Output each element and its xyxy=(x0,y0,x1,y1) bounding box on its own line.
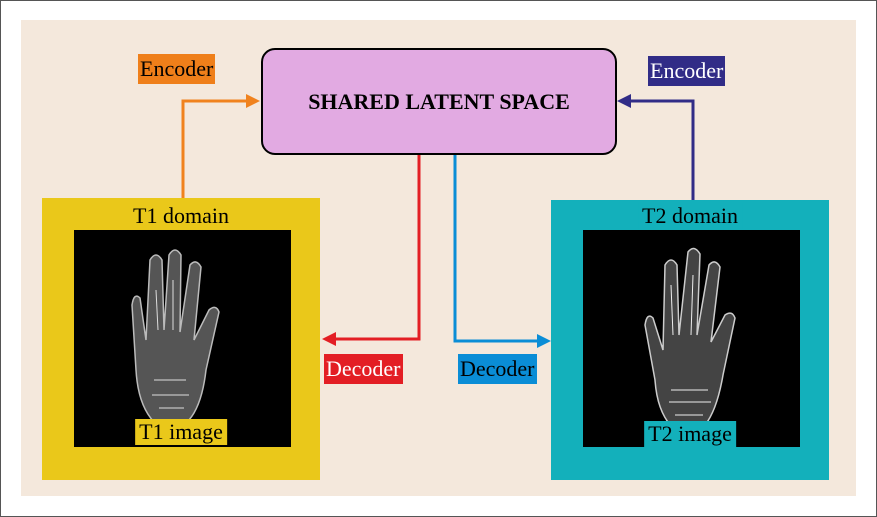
hand-mri-icon xyxy=(131,249,220,423)
encoder-right-arrow xyxy=(630,99,695,200)
decoder-right-label: Decoder xyxy=(458,354,537,384)
t2-domain-box: T2 domain T2 image xyxy=(551,200,829,480)
t2-mri-image xyxy=(583,230,800,447)
encoder-right-arrowhead xyxy=(617,94,631,108)
encoder-left-arrowhead xyxy=(246,94,260,108)
shared-latent-space-box: SHARED LATENT SPACE xyxy=(261,48,617,155)
decoder-left-label: Decoder xyxy=(324,354,403,384)
t1-domain-box: T1 domain T1 image xyxy=(42,198,320,480)
decoder-left-arrowhead xyxy=(322,332,336,346)
t1-mri-image xyxy=(74,230,291,447)
decoder-right-arrowhead xyxy=(537,334,551,348)
hand-mri-icon xyxy=(644,247,736,427)
shared-latent-space-label: SHARED LATENT SPACE xyxy=(308,88,570,114)
t2-domain-label: T2 domain xyxy=(638,203,742,229)
encoder-left-label: Encoder xyxy=(138,54,216,84)
encoder-right-label: Encoder xyxy=(648,56,726,86)
encoder-left-arrow xyxy=(181,99,248,199)
t1-domain-label: T1 domain xyxy=(129,203,233,229)
t2-image-label: T2 image xyxy=(644,421,736,447)
decoder-right-arrow xyxy=(453,153,538,343)
decoder-left-arrow xyxy=(334,153,421,341)
t1-image-label: T1 image xyxy=(135,419,227,445)
